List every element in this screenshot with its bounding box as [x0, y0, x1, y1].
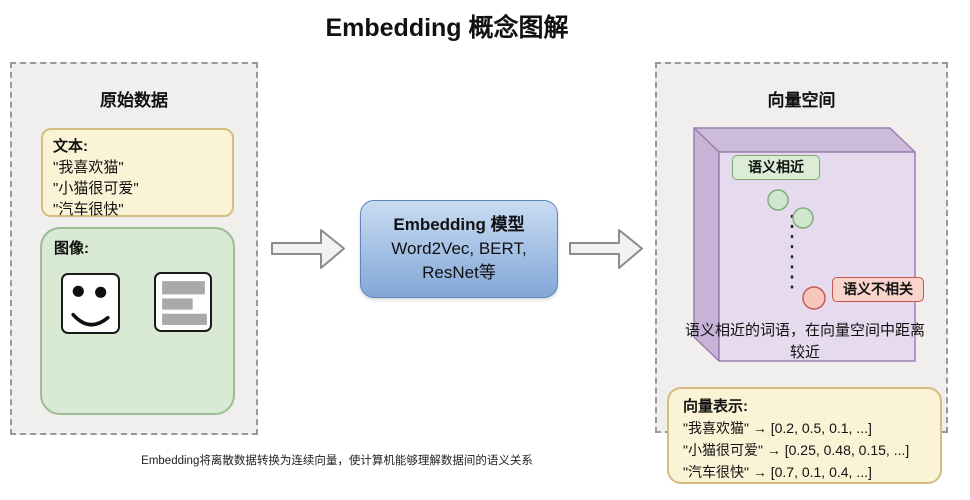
vector-line: "我喜欢猫" → [0.2, 0.5, 0.1, ...] — [683, 420, 872, 436]
cube-top-face — [693, 127, 916, 153]
vector-space-panel: 向量空间 语义相近 语义不相关 语义相近的词语，在向量空间中距离较近 向量表示:… — [655, 62, 948, 484]
vector-line: "汽车很快" → [0.7, 0.1, 0.4, ...] — [683, 464, 872, 480]
dissimilar-point — [802, 286, 826, 310]
document-image-icon — [154, 272, 212, 332]
embedding-model-box: Embedding 模型 Word2Vec, BERT, ResNet等 — [360, 200, 558, 298]
footnote: Embedding将离散数据转换为连续向量，使计算机能够理解数据间的语义关系 — [141, 455, 533, 467]
vector-line: "小猫很可爱" → [0.25, 0.48, 0.15, ...] — [683, 442, 910, 458]
model-subtitle: Word2Vec, BERT, ResNet等 — [391, 239, 527, 282]
dissimilar-tag: 语义不相关 — [832, 277, 924, 302]
vector-representation-box: 向量表示: "我喜欢猫" → [0.2, 0.5, 0.1, ...] "小猫很… — [667, 387, 942, 484]
text-samples-box: 文本: "我喜欢猫" "小猫很可爱" "汽车很快" — [41, 128, 234, 218]
raw-data-panel-title: 原始数据 — [100, 91, 168, 110]
raw-data-panel: 原始数据 文本: "我喜欢猫" "小猫很可爱" "汽车很快" 图像: — [10, 62, 258, 435]
text-sample: "小猫很可爱" — [53, 180, 139, 197]
vector-space-note: 语义相近的词语，在向量空间中距离较近 — [684, 322, 925, 361]
smiley-face-icon — [61, 273, 120, 334]
vector-space-cube — [692, 123, 920, 372]
model-title: Embedding 模型 — [393, 215, 525, 234]
image-samples-label: 图像: — [54, 240, 89, 257]
similar-point — [767, 189, 789, 211]
vector-space-panel-title: 向量空间 — [767, 91, 836, 110]
right-arrow-icon — [569, 229, 645, 270]
image-samples-box: 图像: — [40, 227, 235, 415]
similar-tag: 语义相近 — [732, 155, 820, 180]
similar-point — [792, 207, 814, 229]
cube-front-face — [718, 151, 916, 362]
page-title: Embedding 概念图解 — [325, 14, 569, 42]
text-sample: "汽车很快" — [53, 201, 124, 218]
right-arrow-icon — [271, 229, 347, 270]
vector-representation-label: 向量表示: — [683, 398, 748, 415]
text-samples-label: 文本: — [53, 138, 88, 155]
text-sample: "我喜欢猫" — [53, 159, 124, 176]
